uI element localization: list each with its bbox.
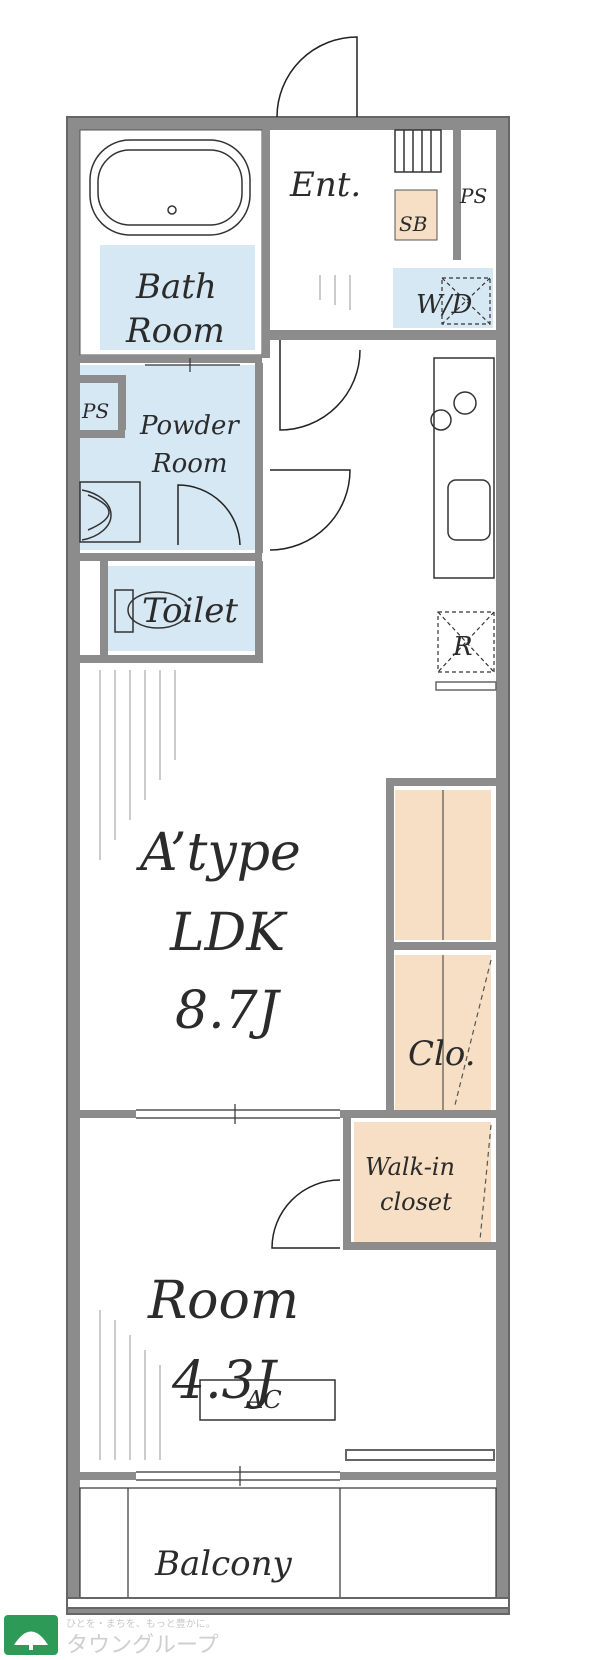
shoe-box-area — [394, 189, 438, 241]
brand-watermark: ひとを・まちを、もっと豊かに。 タウングループ — [4, 1615, 219, 1658]
powder-room-label-line1: Powder — [139, 411, 240, 441]
toilet-label: Toilet — [142, 591, 238, 631]
interior-walls — [80, 130, 496, 1480]
balcony-rail — [66, 1597, 510, 1609]
door-swings — [177, 36, 361, 1249]
air-conditioner-label: AC — [244, 1386, 282, 1414]
toilet-fixture — [114, 589, 189, 633]
walk-in-closet-label-line1: Walk-in — [365, 1153, 455, 1181]
refrigerator-space — [437, 611, 495, 673]
shelving — [442, 790, 492, 1241]
kitchen-counter — [430, 357, 495, 579]
room-label-line1: Room — [147, 1271, 299, 1331]
washer-dryer-label: W/D — [416, 290, 472, 320]
washer-dryer-space — [441, 277, 491, 325]
room-label-line2: 4.3J — [171, 1351, 279, 1411]
entrance-steps — [394, 129, 442, 173]
powder-room-label-line2: Room — [151, 449, 228, 479]
refrigerator-label: R — [452, 632, 473, 662]
walk-in-closet-area — [354, 1122, 491, 1242]
refrigerator-base — [435, 681, 497, 691]
closet-label: Clo. — [408, 1034, 476, 1074]
ldk-label-line1: A’type — [136, 823, 301, 883]
walk-in-closet-label-line2: closet — [380, 1188, 452, 1216]
sliding-doors — [136, 358, 340, 1486]
floor-hatching — [99, 275, 351, 1460]
ldk-label-line3: 8.7J — [175, 981, 282, 1041]
balcony-label: Balcony — [154, 1544, 293, 1584]
brand-tagline: ひとを・まちを、もっと豊かに。 — [66, 1617, 216, 1630]
brand-name: タウングループ — [66, 1633, 219, 1658]
bathroom-floor — [100, 245, 255, 350]
balcony — [79, 1487, 497, 1601]
pipe-space-top-label: PS — [459, 184, 487, 208]
powder-room-area — [80, 365, 255, 550]
entrance-label: Ent. — [289, 165, 361, 205]
shoe-box-label: SB — [399, 212, 427, 236]
bathtub — [89, 139, 251, 236]
bathroom-label-line2: Room — [125, 311, 225, 351]
pipe-space-left-label: PS — [81, 399, 109, 423]
air-conditioner-unit — [199, 1379, 336, 1421]
washbasin — [79, 481, 141, 543]
ldk-label-line2: LDK — [169, 903, 288, 963]
bathroom-label-line1: Bath — [135, 267, 217, 307]
tree-icon — [14, 1631, 48, 1645]
